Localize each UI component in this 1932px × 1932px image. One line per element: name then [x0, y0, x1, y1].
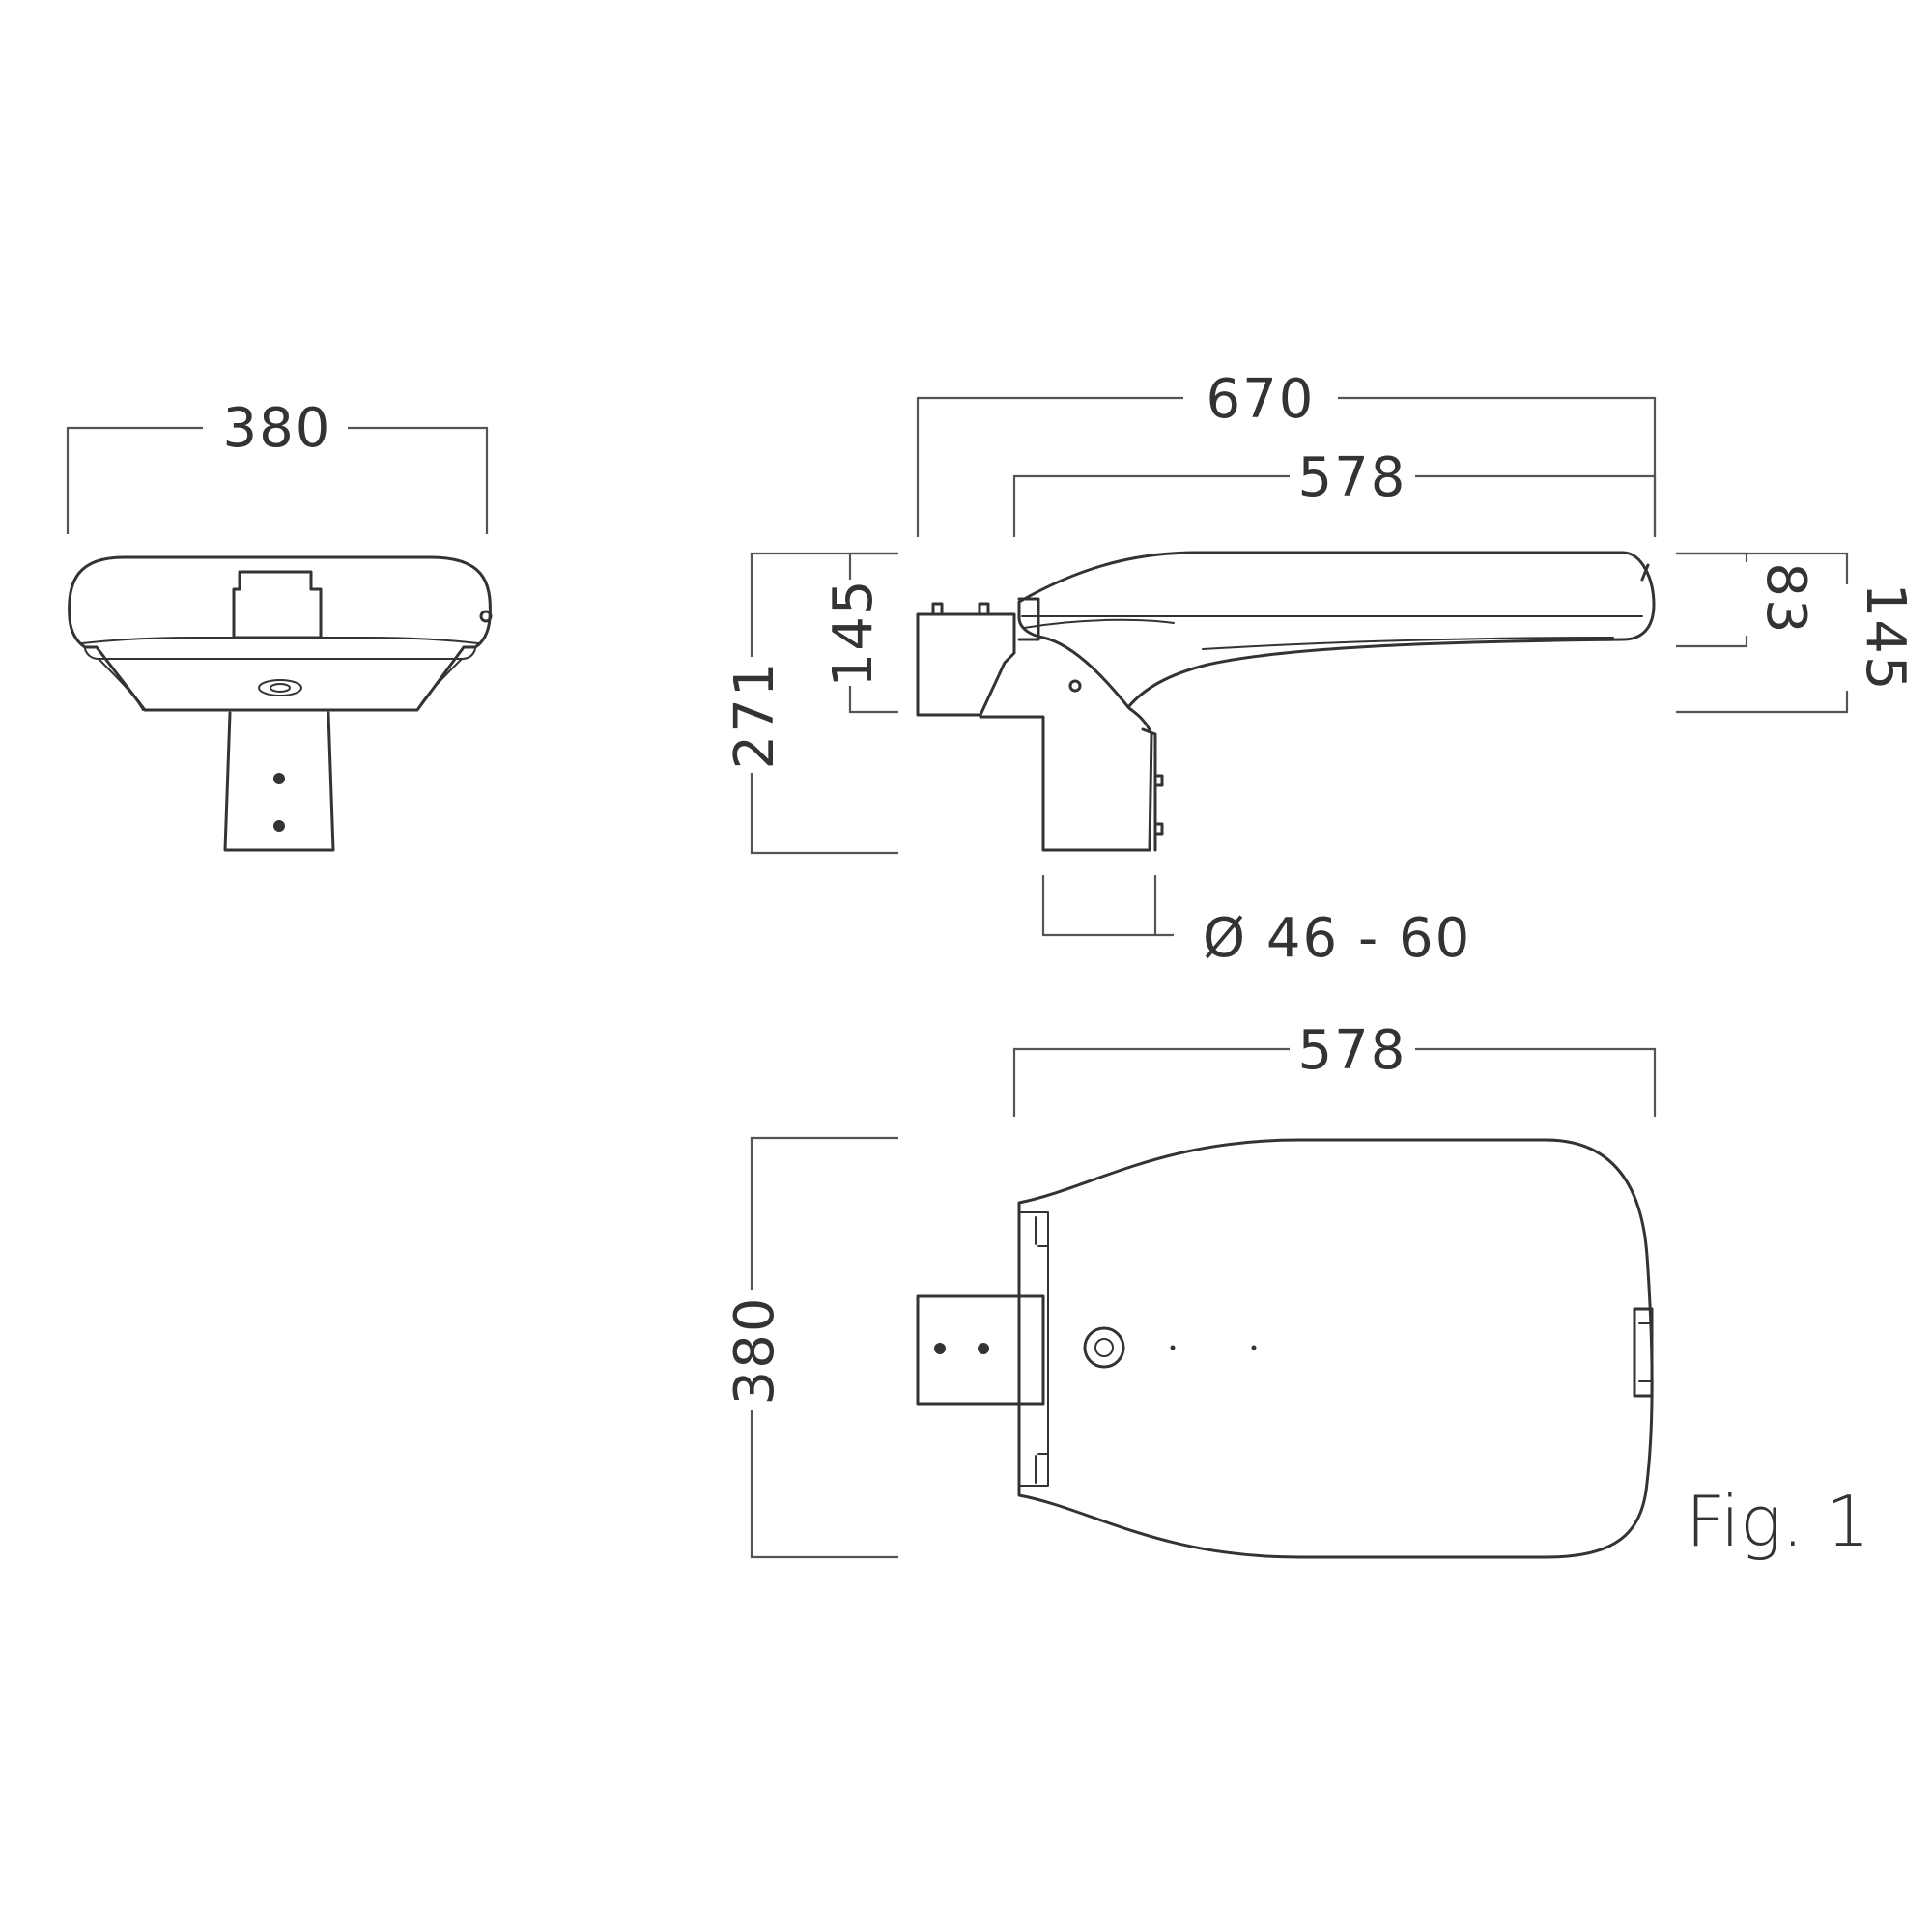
top-length-dimension: 578 [1012, 1019, 1657, 1117]
top-width-label: 380 [724, 1296, 786, 1406]
top-sensor-icon [1083, 1326, 1125, 1369]
side-mount-height-dimension: 145 [822, 552, 898, 714]
top-width-dimension: 380 [724, 1136, 898, 1559]
front-housing [68, 555, 493, 712]
front-width-dimension: 380 [66, 397, 489, 534]
side-overall-length-dimension: 670 [916, 368, 1657, 537]
sensor-icon [258, 679, 302, 696]
side-mount [916, 602, 1164, 852]
top-mount-plate [916, 1294, 1045, 1406]
side-end-height-dimension: 145 [1676, 552, 1917, 714]
side-body-length-dimension: 578 [1012, 446, 1657, 537]
side-housing [1017, 551, 1656, 709]
top-length-label: 578 [1298, 1019, 1407, 1082]
front-view: 380 [66, 397, 493, 852]
side-body-length-label: 578 [1298, 446, 1407, 509]
top-housing [1017, 1138, 1654, 1559]
side-pole-diameter-dimension: Ø 46 - 60 [1041, 875, 1471, 970]
side-end-height-label: 145 [1854, 583, 1917, 693]
top-view: 578 380 [724, 1019, 1657, 1559]
front-width-label: 380 [223, 397, 332, 460]
front-bracket [223, 711, 335, 852]
side-pole-diameter-label: Ø 46 - 60 [1203, 907, 1471, 970]
figure-label: Fig. 1 [1686, 1481, 1870, 1562]
side-view: 670 578 271 145 83 145 [724, 368, 1917, 970]
side-overall-length-label: 670 [1207, 368, 1316, 431]
side-mount-height-label: 145 [822, 579, 885, 688]
side-total-height-dimension: 271 [724, 552, 898, 855]
side-tip-height-dimension: 83 [1676, 552, 1817, 648]
side-total-height-label: 271 [724, 661, 786, 770]
side-tip-height-label: 83 [1754, 562, 1817, 635]
